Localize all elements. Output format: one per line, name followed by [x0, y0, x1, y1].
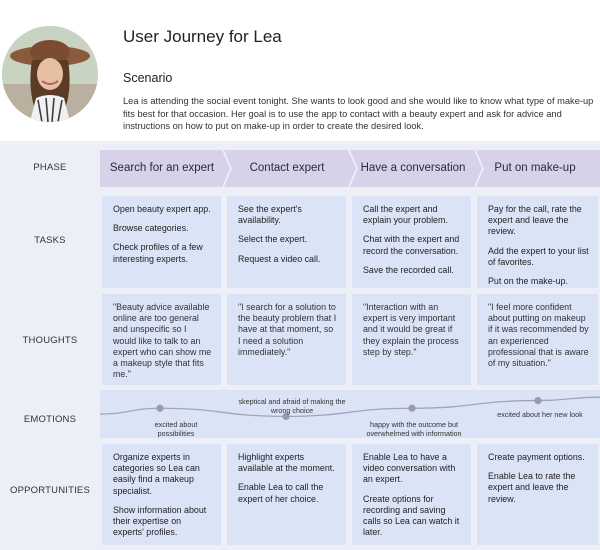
emotion-band [99, 390, 600, 438]
emotion-label: excited about her new look [497, 410, 583, 419]
task-item: Put on the make-up. [488, 276, 568, 287]
task-item: Call the expert and explain your problem… [363, 204, 448, 226]
task-item: Browse categories. [113, 223, 189, 234]
scenario-heading: Scenario [123, 71, 173, 85]
emotion-point [408, 404, 416, 412]
row-label-tasks: TASKS [34, 235, 66, 246]
journey-board: PHASE TASKS THOUGHTS EMOTIONS OPPORTUNIT… [0, 141, 600, 550]
opportunities-cell-search: Organize experts in categories so Lea ca… [102, 444, 221, 545]
task-item: Add the expert to your list of favorites… [488, 245, 589, 267]
row-label-opportunities: OPPORTUNITIES [9, 485, 91, 496]
phase-label: Put on make-up [494, 162, 576, 174]
emotion-label: happy with the outcome but overwhelmed w… [366, 420, 462, 438]
scenario-text: Lea is attending the social event tonigh… [123, 96, 594, 131]
emotion-point [282, 412, 290, 420]
thought-cell-makeup: "I feel more confident about putting on … [477, 294, 598, 385]
task-item: Save the recorded call. [363, 264, 454, 275]
tasks-cell-contact: See the expert's availability. Select th… [227, 196, 346, 288]
tasks-cell-makeup: Pay for the call, rate the expert and le… [477, 196, 598, 288]
task-item: Chat with the expert and record the conv… [363, 234, 460, 256]
emotion-point [534, 396, 542, 405]
task-item: Request a video call. [238, 253, 321, 264]
persona-header: User Journey for Lea Scenario Lea is att… [0, 0, 600, 140]
phase-have-conversation: Have a conversation [350, 150, 482, 187]
opportunity-item: Enable Lea to rate the expert and leave … [488, 471, 576, 504]
phase-contact-expert: Contact expert [224, 150, 356, 187]
thought-cell-contact: "I search for a solution to the beauty p… [227, 294, 346, 385]
task-item: Check profiles of a few interesting expe… [113, 242, 203, 264]
phase-label: Search for an expert [109, 162, 215, 174]
task-item: Select the expert. [238, 234, 308, 245]
opportunity-item: Enable Lea to call the expert of her cho… [238, 482, 324, 504]
task-item: See the expert's availability. [238, 204, 302, 226]
row-label-emotions: EMOTIONS [23, 414, 77, 425]
phase-search-expert: Search for an expert [100, 150, 230, 187]
phase-label: Have a conversation [360, 162, 466, 174]
opportunities-cell-makeup: Create payment options. Enable Lea to ra… [477, 444, 598, 545]
phase-put-on-makeup: Put on make-up [476, 150, 600, 187]
opportunity-item: Highlight experts available at the momen… [238, 452, 335, 474]
opportunity-item: Organize experts in categories so Lea ca… [113, 452, 200, 496]
task-item: Pay for the call, rate the expert and le… [488, 204, 582, 237]
row-label-thoughts: THOUGHTS [22, 335, 78, 346]
task-item: Open beauty expert app. [113, 204, 211, 214]
opportunity-item: Enable Lea to have a video conversation … [363, 452, 456, 485]
emotion-curve [99, 396, 600, 420]
thought-cell-search: "Beauty advice available online are too … [102, 294, 221, 385]
phase-label: Contact expert [249, 162, 325, 174]
emotion-label: skeptical and afraid of making the wrong… [238, 397, 346, 415]
emotion-point [156, 404, 164, 412]
tasks-cell-search: Open beauty expert app. Browse categorie… [102, 196, 221, 288]
thought-cell-conversation: "Interaction with an expert is very impo… [352, 294, 471, 385]
persona-avatar [2, 26, 98, 122]
opportunities-cell-conversation: Enable Lea to have a video conversation … [352, 444, 471, 545]
opportunity-item: Create options for recording and saving … [363, 493, 460, 538]
tasks-cell-conversation: Call the expert and explain your problem… [352, 196, 471, 288]
opportunity-item: Show information about their expertise o… [113, 504, 207, 538]
page-title: User Journey for Lea [123, 27, 282, 46]
row-label-phase: PHASE [33, 162, 67, 173]
opportunities-cell-contact: Highlight experts available at the momen… [227, 444, 346, 545]
emotion-label: excited about possibilities [154, 420, 198, 438]
opportunity-item: Create payment options. [488, 452, 585, 462]
